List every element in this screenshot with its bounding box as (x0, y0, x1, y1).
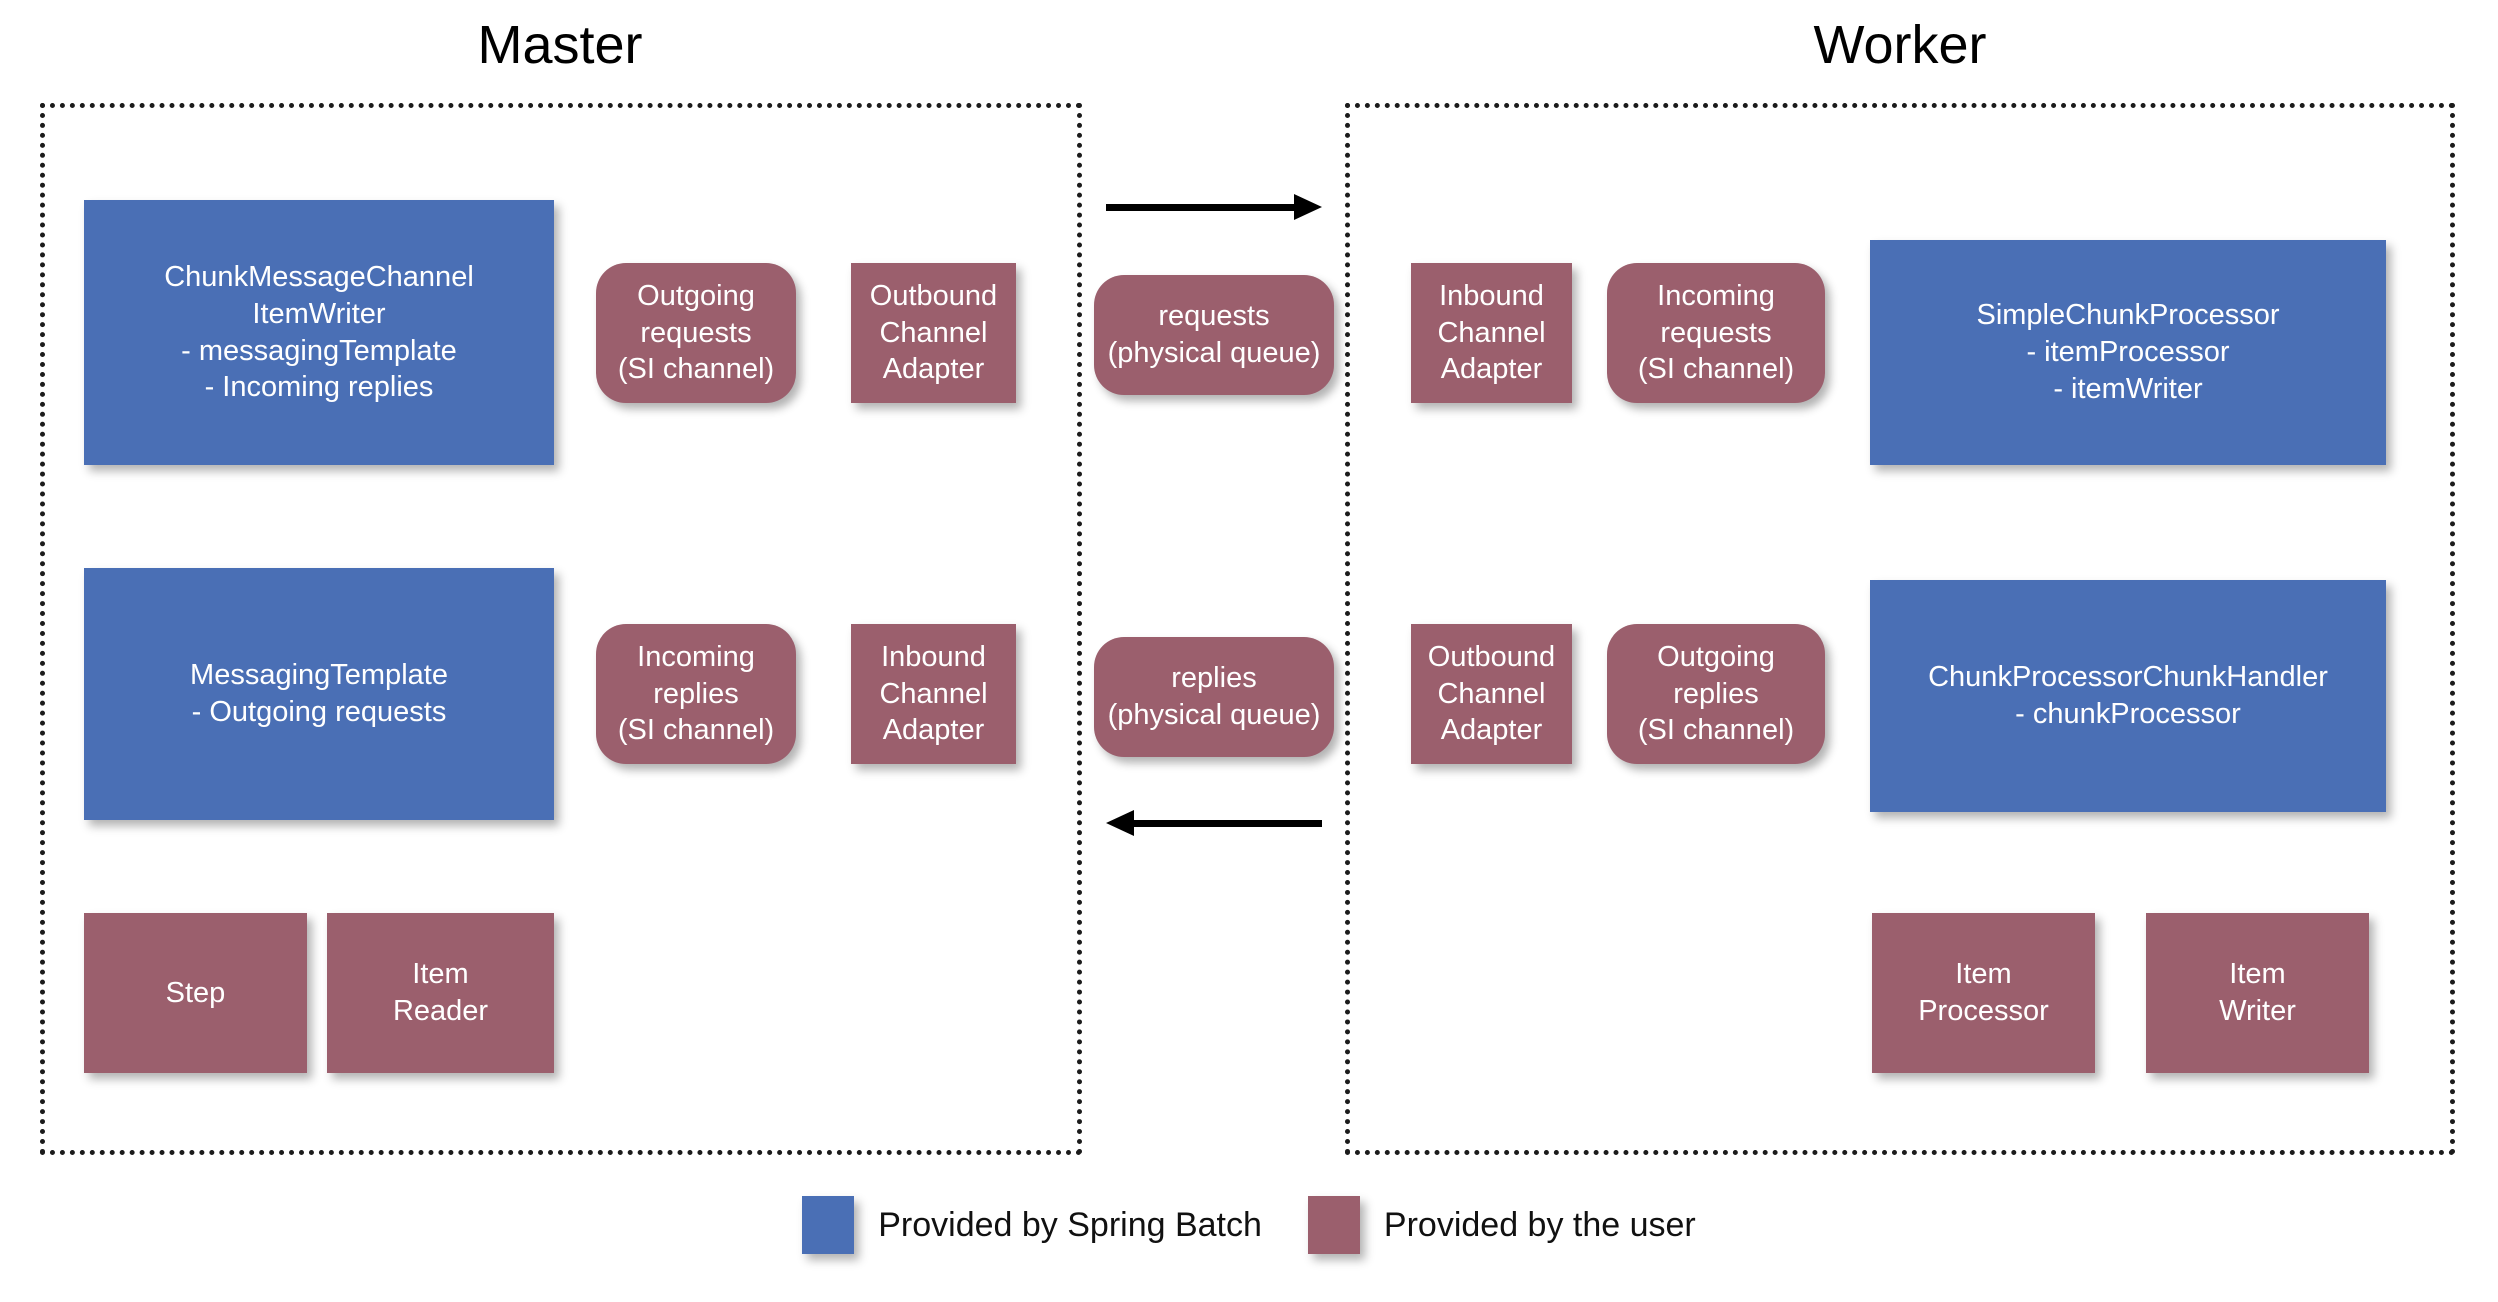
node-label: Inbound Channel Adapter (1437, 279, 1546, 386)
node-chunk-message-channel-item-writer[interactable]: ChunkMessageChannel ItemWriter - messagi… (84, 200, 554, 465)
worker-section-title: Worker (1813, 15, 1987, 75)
node-chunk-processor-chunk-handler[interactable]: ChunkProcessorChunkHandler - chunkProces… (1870, 580, 2386, 812)
legend-item-user: Provided by the user (1307, 1196, 1696, 1254)
node-worker-outbound-channel-adapter[interactable]: Outbound Channel Adapter (1411, 624, 1572, 764)
master-section-title: Master (477, 15, 643, 75)
node-label: Item Processor (1918, 958, 2049, 1027)
node-master-outbound-channel-adapter[interactable]: Outbound Channel Adapter (851, 263, 1016, 403)
worker-boundary (1345, 103, 2455, 1155)
arrow-replies-to-master (1106, 810, 1322, 836)
node-label: Outbound Channel Adapter (869, 279, 998, 386)
node-incoming-requests-si-channel[interactable]: Incoming requests (SI channel) (1607, 263, 1825, 403)
node-label: Item Reader (392, 958, 489, 1027)
arrow-shaft (1106, 204, 1296, 211)
node-label: replies (physical queue) (1107, 662, 1321, 731)
node-label: Step (165, 976, 226, 1009)
arrow-head (1294, 194, 1322, 220)
node-label: Inbound Channel Adapter (879, 640, 988, 747)
node-label: Incoming replies (SI channel) (617, 640, 775, 747)
node-replies-physical-queue[interactable]: replies (physical queue) (1094, 637, 1334, 757)
node-label: Incoming requests (SI channel) (1637, 279, 1795, 386)
node-item-writer[interactable]: Item Writer (2146, 913, 2369, 1073)
node-incoming-replies-si-channel[interactable]: Incoming replies (SI channel) (596, 624, 796, 764)
node-simple-chunk-processor[interactable]: SimpleChunkProcessor - itemProcessor - i… (1870, 240, 2386, 465)
node-label: MessagingTemplate - Outgoing requests (190, 659, 448, 728)
node-label: requests (physical queue) (1107, 300, 1321, 369)
node-outgoing-replies-si-channel[interactable]: Outgoing replies (SI channel) (1607, 624, 1825, 764)
legend-swatch-blue (802, 1196, 855, 1254)
legend-item-spring-batch: Provided by Spring Batch (802, 1196, 1262, 1254)
node-item-processor[interactable]: Item Processor (1872, 913, 2095, 1073)
node-worker-inbound-channel-adapter[interactable]: Inbound Channel Adapter (1411, 263, 1572, 403)
legend-label-user: Provided by the user (1383, 1205, 1696, 1244)
arrow-head (1106, 810, 1134, 836)
legend: Provided by Spring Batch Provided by the… (0, 1196, 2498, 1254)
node-label: Outgoing requests (SI channel) (617, 279, 775, 386)
node-label: Item Writer (2219, 958, 2296, 1027)
node-label: SimpleChunkProcessor - itemProcessor - i… (1976, 299, 2280, 405)
node-step[interactable]: Step (84, 913, 307, 1073)
node-item-reader[interactable]: Item Reader (327, 913, 554, 1073)
arrow-shaft (1132, 820, 1322, 827)
master-boundary (40, 103, 1082, 1155)
node-label: ChunkMessageChannel ItemWriter - messagi… (164, 260, 474, 404)
arrow-requests-to-worker (1106, 194, 1322, 220)
node-outgoing-requests-si-channel[interactable]: Outgoing requests (SI channel) (596, 263, 796, 403)
node-label: Outbound Channel Adapter (1427, 640, 1556, 747)
node-label: Outgoing replies (SI channel) (1637, 640, 1795, 747)
node-requests-physical-queue[interactable]: requests (physical queue) (1094, 275, 1334, 395)
legend-label-spring-batch: Provided by Spring Batch (878, 1205, 1262, 1244)
node-label: ChunkProcessorChunkHandler - chunkProces… (1928, 661, 2328, 730)
node-master-inbound-channel-adapter[interactable]: Inbound Channel Adapter (851, 624, 1016, 764)
legend-swatch-rose (1307, 1196, 1360, 1254)
node-messaging-template[interactable]: MessagingTemplate - Outgoing requests (84, 568, 554, 820)
